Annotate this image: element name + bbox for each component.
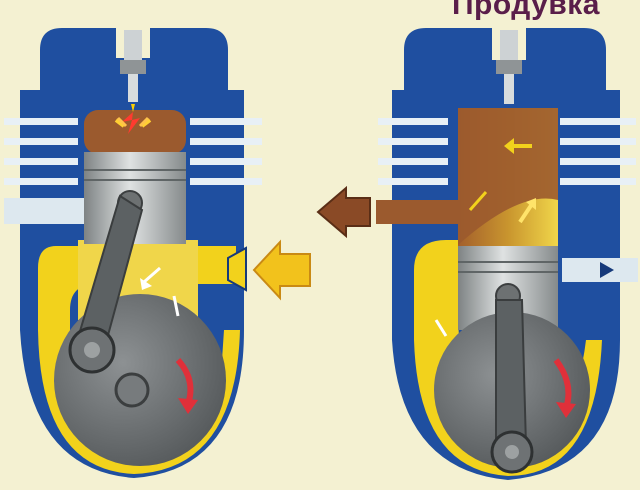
caption-area: Продувка: [0, 0, 640, 26]
left-combustion-chamber: [84, 110, 186, 154]
right-exhaust-port: [376, 200, 460, 224]
left-spark-plug-icon: [120, 30, 146, 112]
left-cooling-fins: [4, 118, 262, 185]
left-flow-arrow-1: [143, 266, 161, 284]
left-spark-flash: [122, 112, 140, 134]
right-flow-arrow-4: [434, 319, 448, 337]
left-flow-arrow-2: [172, 295, 180, 317]
left-exhaust-port: [4, 198, 84, 224]
left-crank-shaft: [114, 372, 150, 408]
left-engine: [4, 28, 262, 478]
right-spark-plug-icon: [496, 30, 522, 104]
right-cooling-fins: [378, 118, 636, 185]
right-intake-valve: [600, 262, 614, 278]
left-flow-arrow-3: [116, 116, 150, 128]
left-intake-valve: [227, 246, 247, 292]
right-flow-arrow-3: [468, 191, 488, 211]
left-transfer-channel: [38, 246, 240, 474]
right-engine: [376, 28, 638, 480]
intake-arrow-icon: [252, 239, 311, 301]
exhaust-arrow-icon: [316, 185, 371, 239]
diagram-caption: Продувка: [451, 0, 600, 21]
right-connecting-rod: [495, 299, 528, 447]
right-flow-arrow-2: [518, 202, 534, 224]
left-spark-glow: [114, 118, 152, 128]
